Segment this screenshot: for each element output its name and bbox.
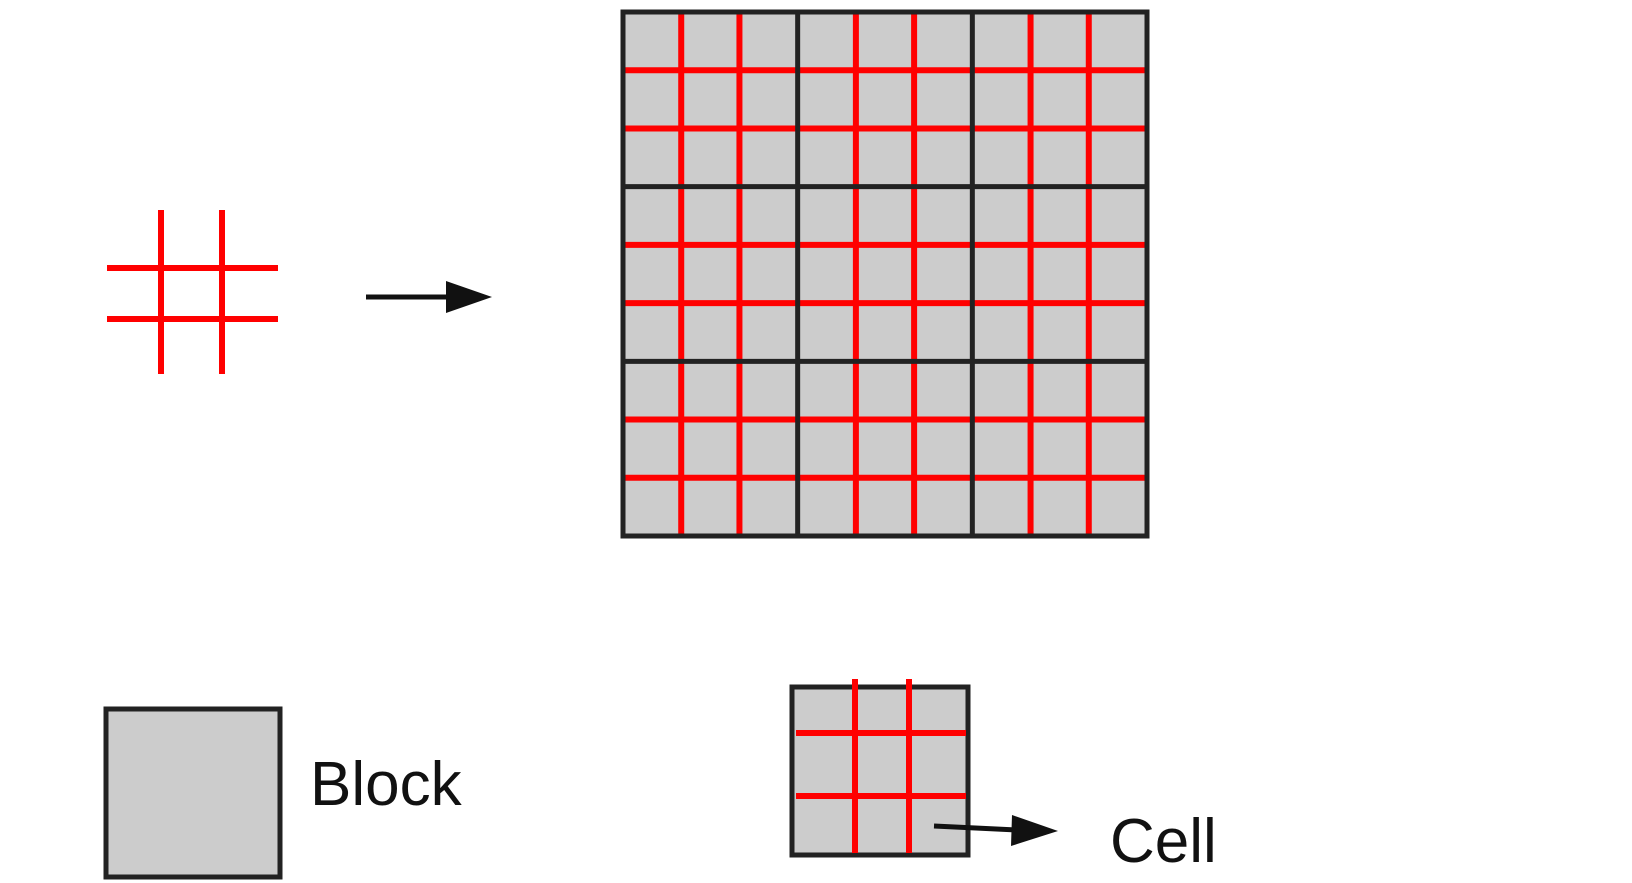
block-1-3	[972, 12, 1147, 187]
block-1-1	[623, 12, 798, 187]
legend-cell-arrow-head	[1011, 815, 1058, 846]
legend-cell: Cell	[789, 679, 1217, 876]
arrow-to-grid	[366, 281, 492, 313]
block-2-1	[623, 186, 798, 362]
block-3-1	[623, 361, 798, 536]
legend-block-label: Block	[310, 750, 463, 819]
legend-cell-block	[789, 684, 971, 858]
cell-pattern-symbol	[107, 210, 278, 374]
legend-block-swatch	[103, 706, 283, 880]
block-grid	[620, 9, 1150, 539]
block-3-2	[797, 361, 973, 536]
block-1-2	[797, 12, 973, 187]
legend-block: Block	[103, 706, 463, 880]
block-2-2	[797, 186, 973, 362]
block-3-3	[972, 361, 1147, 536]
block-2-3	[972, 186, 1147, 362]
legend-cell-label: Cell	[1110, 807, 1217, 876]
legend-cell-arrow-shaft	[933, 823, 1019, 833]
arrow-head	[446, 281, 492, 313]
